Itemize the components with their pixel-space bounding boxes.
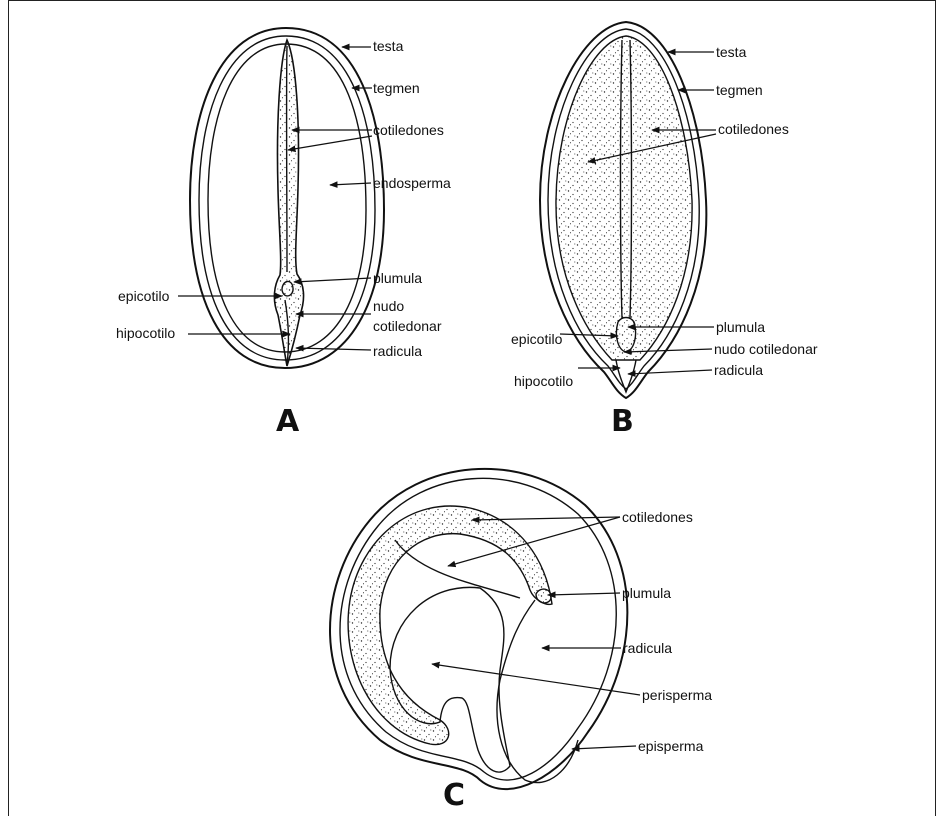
label-a-epicotilo: epicotilo	[118, 288, 169, 304]
label-b-nudo-cotiledonar: nudo cotiledonar	[714, 341, 818, 357]
label-b-tegmen: tegmen	[716, 82, 763, 98]
seed-a	[190, 28, 384, 368]
label-a-endosperma: endosperma	[373, 175, 451, 191]
label-a-cotiledonar: cotiledonar	[373, 318, 442, 334]
label-a-cotiledones: cotiledones	[373, 122, 444, 138]
panel-label-a: A	[276, 404, 299, 439]
panel-label-b: B	[611, 404, 634, 439]
label-a-tegmen: tegmen	[373, 80, 420, 96]
label-a-nudo: nudo	[373, 298, 404, 314]
label-b-testa: testa	[716, 44, 746, 60]
seed-a-embryo	[274, 40, 303, 366]
label-b-hipocotilo: hipocotilo	[514, 373, 573, 389]
seed-c	[330, 469, 627, 789]
label-c-perisperma: perisperma	[642, 687, 712, 703]
label-c-radicula: radicula	[623, 640, 672, 656]
label-c-plumula: plumula	[622, 585, 671, 601]
seed-b-cotyledons	[556, 36, 692, 360]
panel-label-c: C	[443, 778, 465, 813]
seed-b	[540, 22, 706, 398]
label-b-epicotilo: epicotilo	[511, 331, 562, 347]
label-b-plumula: plumula	[716, 319, 765, 335]
label-b-radicula: radicula	[714, 362, 763, 378]
seed-c-cotyledon-band	[348, 506, 552, 745]
label-c-cotiledones: cotiledones	[622, 509, 693, 525]
label-a-plumula: plumula	[373, 270, 422, 286]
label-b-cotiledones: cotiledones	[718, 121, 789, 137]
label-c-episperma: episperma	[638, 738, 703, 754]
label-a-radicula: radicula	[373, 343, 422, 359]
label-a-hipocotilo: hipocotilo	[116, 325, 175, 341]
seed-c-perisperm	[390, 587, 510, 772]
label-a-testa: testa	[373, 38, 403, 54]
seed-c-radicle	[497, 600, 578, 783]
